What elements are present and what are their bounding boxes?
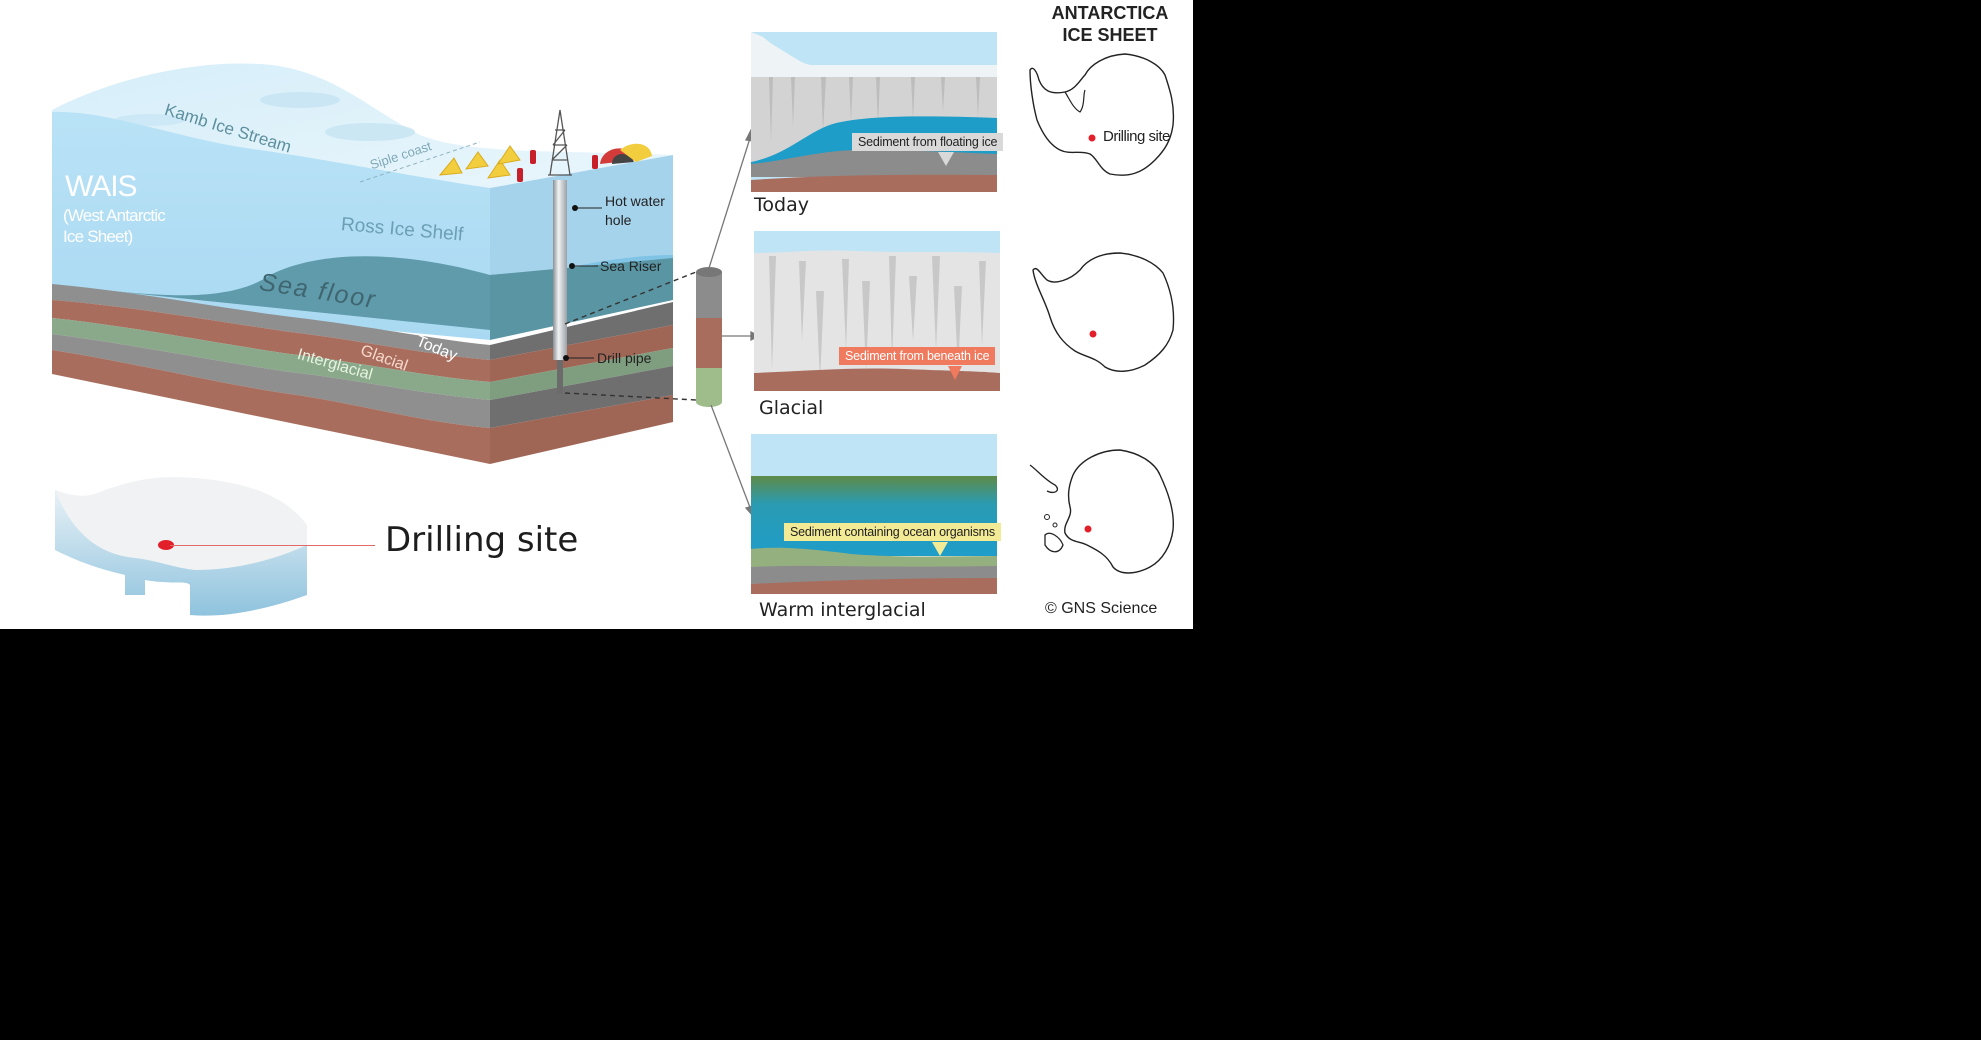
map-title-line2: ICE SHEET (1062, 25, 1158, 45)
callout-floating-ice: Sediment from floating ice (852, 133, 1004, 151)
copyright-credit: © GNS Science (1045, 600, 1158, 617)
callout-pointer-beneath-ice (948, 366, 962, 380)
map-drilling-site-label: Drilling site (1103, 128, 1170, 145)
antarctica-map-glacial (1032, 252, 1175, 372)
drilling-diagram-figure: Kamb Ice Stream Siple coast WAIS (West A… (0, 0, 1193, 629)
drilling-site-marker-interglacial (1084, 525, 1092, 533)
antarctica-map-interglacial (1029, 449, 1175, 574)
hot-water-hole-line1: Hot water (605, 193, 665, 209)
callout-beneath-ice: Sediment from beneath ice (839, 347, 996, 365)
callout-ocean-organisms: Sediment containing ocean organisms (784, 523, 1001, 541)
hot-water-hole-line2: hole (605, 212, 632, 228)
hot-water-hole-label: Hot water hole (605, 192, 665, 230)
sea-riser-label: Sea Riser (600, 258, 662, 274)
panel-caption-glacial: Glacial (759, 397, 824, 419)
callout-pointer-ocean-organisms (932, 542, 948, 556)
panel-caption-warm-interglacial: Warm interglacial (759, 599, 926, 621)
drilling-site-marker-today (1088, 134, 1096, 142)
wais-subtitle-line1: (West Antarctic (63, 206, 166, 225)
drilling-site-marker-glacial (1089, 330, 1097, 338)
panel-caption-today: Today (754, 194, 809, 216)
drill-pipe-label: Drill pipe (597, 350, 652, 366)
wais-title: WAIS (65, 170, 138, 203)
locator-drilling-site-label: Drilling site (385, 520, 579, 560)
map-title-line1: ANTARCTICA (1051, 3, 1169, 23)
core-sample (696, 128, 761, 518)
panel-glacial-graphic (754, 231, 1000, 391)
panel-today-graphic (751, 32, 997, 192)
locator-leader-line (170, 545, 375, 546)
panel-interglacial-graphic (751, 434, 997, 594)
map-title: ANTARCTICA ICE SHEET (1040, 2, 1180, 46)
locator-antarctica-3d (55, 477, 307, 616)
wais-subtitle-line2: Ice Sheet) (63, 227, 133, 246)
antarctica-map-today (1029, 53, 1175, 176)
block-diagram (52, 63, 697, 464)
callout-pointer-floating-ice (938, 152, 954, 166)
